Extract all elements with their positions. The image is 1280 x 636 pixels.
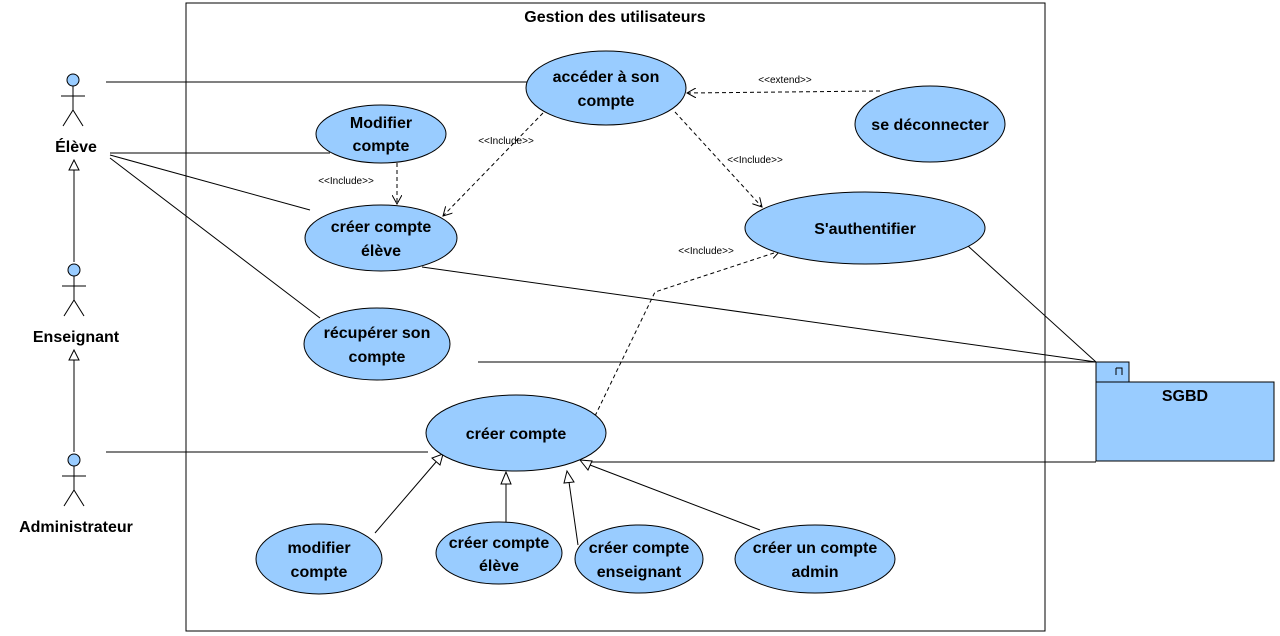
usecase-creer-compte-eleve[interactable]: créer compte élève [304,204,458,272]
actor-administrateur-label: Administrateur [19,519,133,536]
actor-enseignant[interactable]: Enseignant [33,263,120,346]
usecase-creer-compte-eleve-2-line2: élève [479,558,519,575]
include-stereotype: <<Include>> [727,155,783,166]
usecase-creer-compte[interactable]: créer compte [425,394,607,472]
system-title: Gestion des utilisateurs [524,9,705,26]
usecase-authentifier-line1: S'authentifier [814,221,916,238]
usecase-creer-compte-eleve-2-line1: créer compte [449,535,550,552]
usecase-generalizations [374,453,761,546]
include-stereotype: <<Include>> [678,246,734,257]
usecase-acceder-line1: accéder à son [553,69,660,86]
actor-eleve-head [66,73,80,87]
actor-generalizations [68,158,80,452]
usecase-authentifier[interactable]: S'authentifier [744,191,986,265]
usecase-modifier-compte-eleve[interactable]: Modifier compte [315,104,447,164]
generalization-arrowhead [68,348,80,361]
usecase-creer-compte-admin-line2: admin [791,564,838,581]
actor-enseignant-label: Enseignant [33,329,120,346]
usecase-creer-compte-enseignant-line2: enseignant [597,564,682,581]
usecase-creer-compte-admin-line1: créer un compte [753,540,878,557]
usecase-deconnecter[interactable]: se déconnecter [854,85,1006,163]
usecase-recuperer-line1: récupérer son [324,325,431,342]
actor-administrateur-head [67,453,81,467]
generalization-arrowhead [500,470,512,485]
usecase-creer-compte-eleve-line1: créer compte [331,219,432,236]
usecase-deconnecter-line1: se déconnecter [871,117,988,134]
sgbd-component[interactable]: SGBD [1095,361,1275,462]
usecase-creer-compte-admin[interactable]: créer un compte admin [734,524,896,594]
usecase-creer-compte-eleve-line2: élève [361,243,401,260]
generalization-arrowhead [68,158,80,171]
sgbd-box [1095,381,1275,462]
generalization-arrowhead [431,453,444,466]
sgbd-tab [1095,361,1130,383]
dependencies: <<extend>> <<Include>> <<Include>> <<Inc… [318,75,881,417]
usecase-modifier-compte-eleve-line2: compte [353,138,410,155]
usecase-acceder[interactable]: accéder à son compte [525,50,687,126]
associations [106,81,1097,463]
include-stereotype: <<Include>> [478,136,534,147]
actor-eleve[interactable]: Élève [55,73,97,156]
usecase-modifier-compte-line2: compte [291,564,348,581]
extend-stereotype: <<extend>> [758,75,812,86]
usecase-modifier-compte[interactable]: modifier compte [255,523,383,595]
usecase-acceder-line2: compte [578,93,635,110]
sgbd-label: SGBD [1162,388,1208,405]
usecase-creer-compte-eleve-2[interactable]: créer compte élève [435,521,563,585]
actor-administrateur[interactable]: Administrateur [19,453,133,536]
usecase-recuperer-line2: compte [349,349,406,366]
usecase-creer-compte-enseignant-line1: créer compte [589,540,690,557]
actor-eleve-label: Élève [55,137,97,156]
usecase-creer-compte-enseignant[interactable]: créer compte enseignant [574,524,704,594]
include-stereotype: <<Include>> [318,176,374,187]
usecase-modifier-compte-eleve-line1: Modifier [350,115,412,132]
component-icon [1115,367,1123,375]
generalization-arrowhead [578,459,593,471]
actor-enseignant-head [67,263,81,277]
usecase-creer-compte-line1: créer compte [466,426,567,443]
usecase-modifier-compte-line1: modifier [287,540,350,557]
generalization-arrowhead [563,469,575,484]
usecase-recuperer[interactable]: récupérer son compte [303,307,451,381]
